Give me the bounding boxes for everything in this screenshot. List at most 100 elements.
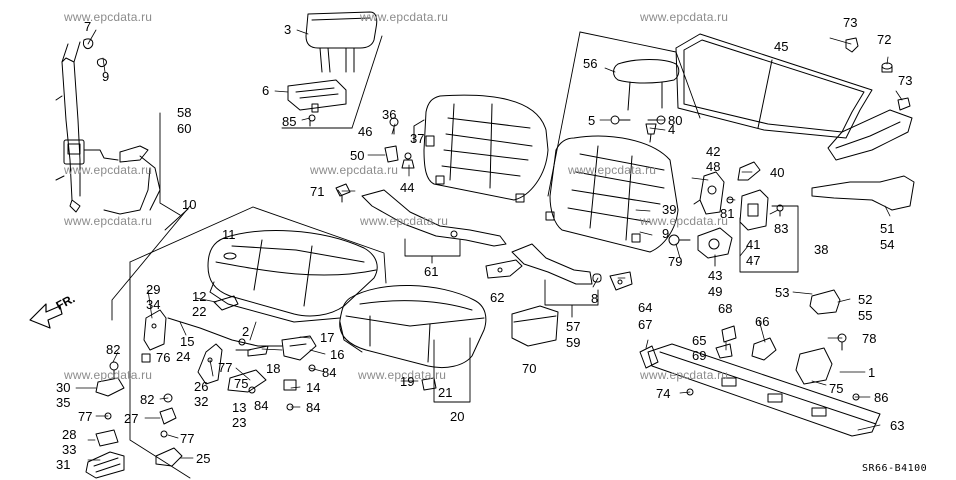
callout-64: 64 [638,300,653,315]
watermark: www.epcdata.ru [64,10,153,24]
callout-36: 36 [382,107,397,122]
callout-82a: 82 [106,342,121,357]
bolt-46 [389,117,399,135]
watermark: www.epcdata.ru [640,10,729,24]
watermark: www.epcdata.ru [640,214,729,228]
callout-30: 30 [56,380,71,395]
screw-84c [248,386,256,394]
clip-73-top [845,37,859,53]
seat-cushion-11 [207,230,378,323]
callout-23: 23 [232,415,247,430]
bolt-5 [610,115,631,125]
callout-65: 65 [692,333,707,348]
callout-67: 67 [638,317,653,332]
callout-70: 70 [522,361,537,376]
callout-18: 18 [266,361,281,376]
bracket-75 [795,347,833,385]
clip-2 [235,338,251,351]
callout-77b: 77 [180,431,195,446]
callout-73a: 73 [843,15,858,30]
callout-24: 24 [176,349,191,364]
hook-12 [213,295,239,311]
hook-29-34 [143,309,167,351]
trunk-panel-45 [675,33,913,161]
callout-6: 6 [262,83,270,98]
callout-44: 44 [400,180,415,195]
callout-29: 29 [146,282,161,297]
callout-17: 17 [320,330,335,345]
trim-51 [811,175,915,211]
diagram-code: SR66-B4100 [862,463,928,474]
callout-76: 76 [156,350,171,365]
watermark: www.epcdata.ru [360,10,449,24]
callout-21: 21 [438,385,453,400]
seat-cushion-20-21 [339,285,487,369]
callout-37: 37 [410,131,425,146]
watermark: www.epcdata.ru [568,163,657,177]
hinge-61 [361,189,507,247]
hook-26-32 [197,343,223,385]
watermark: www.epcdata.ru [310,163,399,177]
callout-22: 22 [192,304,207,319]
callout-42: 42 [706,144,721,159]
callout-50: 50 [350,148,365,163]
callout-59: 59 [566,335,581,350]
callout-26: 26 [194,379,209,394]
callout-46: 46 [358,124,373,139]
pad-13 [227,369,267,393]
callout-35: 35 [56,395,71,410]
headrest-56 [613,59,680,111]
callout-3: 3 [284,22,292,37]
callout-72: 72 [877,32,892,47]
clip-65-69 [715,343,733,359]
bolt-78 [837,333,847,351]
latch-43-49 [697,227,733,259]
callout-84c: 84 [254,398,269,413]
watermark: www.epcdata.ru [64,163,153,177]
bracket-62 [485,259,523,279]
rail-63 [639,343,881,437]
callout-32: 32 [194,394,209,409]
callout-84a: 84 [322,365,337,380]
callout-41: 41 [746,237,761,252]
callout-73b: 73 [898,73,913,88]
armrest-hinge-6 [287,79,347,113]
watermark: www.epcdata.ru [358,368,447,382]
guide-4 [645,123,657,143]
callout-11: 11 [222,227,236,242]
screw-84b [286,403,294,411]
callout-20: 20 [450,409,465,424]
clip-77b [160,430,168,438]
callout-33: 33 [62,442,77,457]
callout-81: 81 [720,206,735,221]
cover-25 [155,447,183,467]
callout-60: 60 [177,121,192,136]
nut-44 [401,159,415,169]
callout-5: 5 [588,113,596,128]
callout-28: 28 [62,427,77,442]
callout-9b: 9 [662,226,670,241]
bolt-82a [109,361,119,379]
bracket-52-55 [809,289,841,315]
callout-45: 45 [774,39,789,54]
screw-81 [726,196,734,204]
callout-56: 56 [583,56,598,71]
bolt-82b [163,393,173,403]
callout-74: 74 [656,386,671,401]
guide-80 [647,115,666,125]
callout-1: 1 [868,365,876,380]
bolt-79 [668,234,691,246]
callout-68: 68 [718,301,733,316]
callout-19: 19 [400,374,415,389]
screw-84a [308,364,316,372]
clip-27 [159,407,177,425]
callout-78: 78 [862,331,877,346]
callout-13: 13 [232,400,247,415]
callout-39: 39 [662,202,677,217]
callout-85: 85 [282,114,297,129]
bolt-71 [335,183,351,203]
striker-50 [384,145,412,163]
clip-18 [247,345,269,357]
callout-69: 69 [692,348,707,363]
